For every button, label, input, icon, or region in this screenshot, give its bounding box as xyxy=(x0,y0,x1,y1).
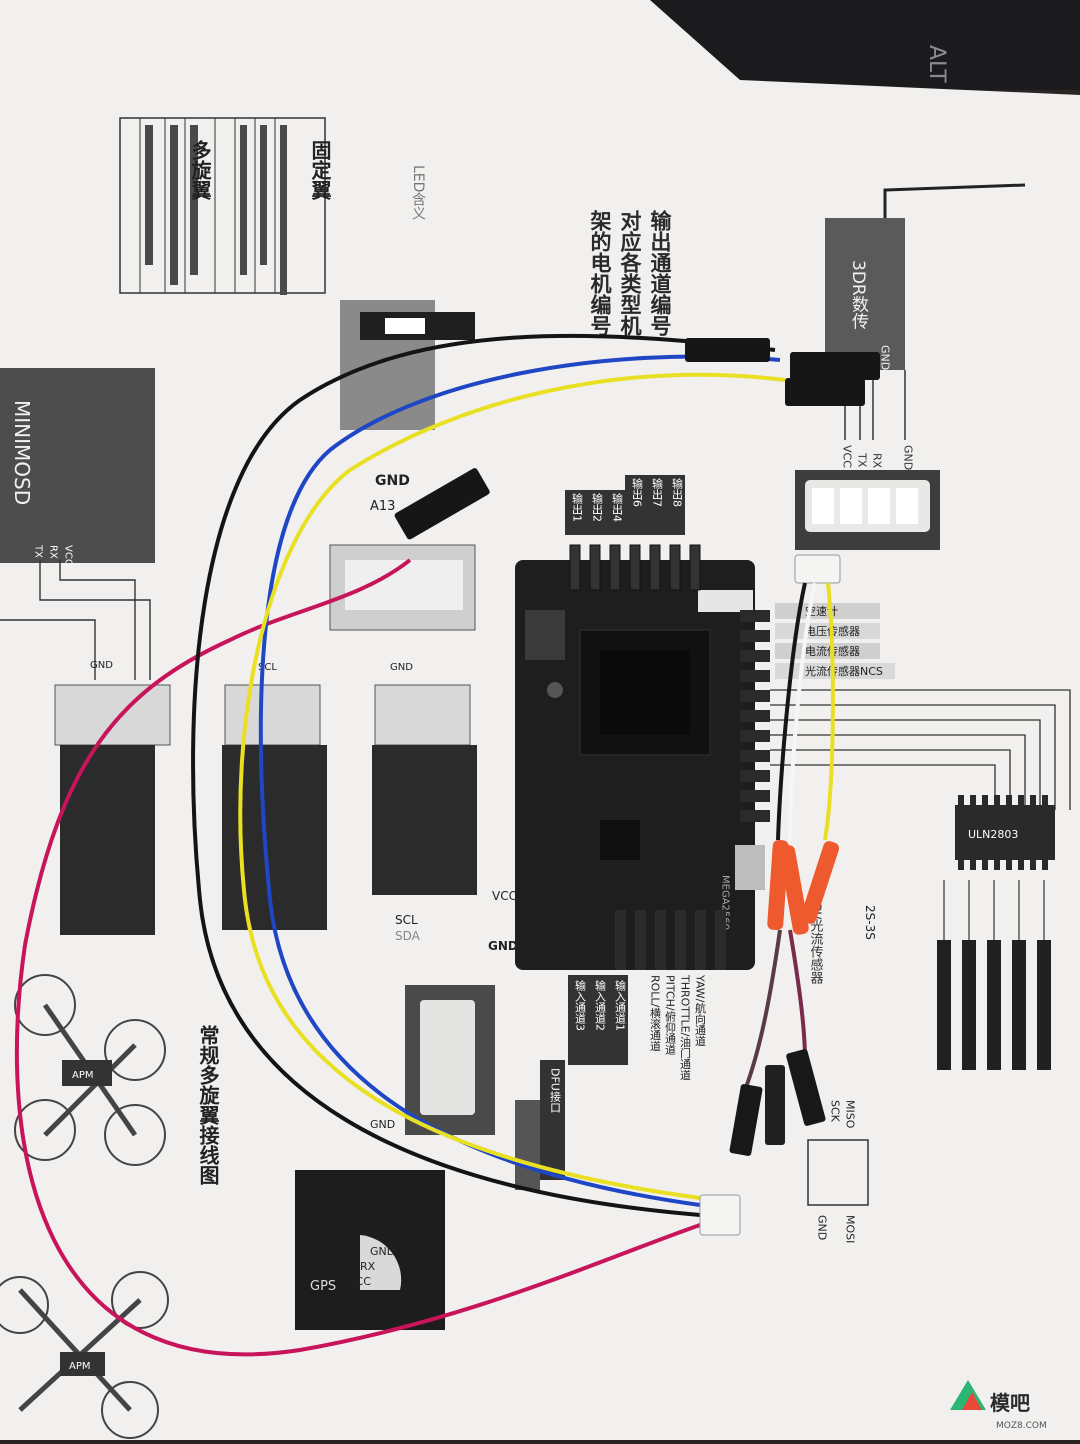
svg-text:GND: GND xyxy=(370,1118,395,1131)
svg-text:RX: RX xyxy=(360,1260,376,1273)
svg-text:SCL: SCL xyxy=(395,913,418,927)
svg-text:GND: GND xyxy=(816,1215,829,1240)
input-labels xyxy=(568,975,628,1065)
svg-text:PITCH/俯仰通道: PITCH/俯仰通道 xyxy=(664,975,677,1055)
dupont-lead-2 xyxy=(765,1065,785,1145)
jst-connector-bottom xyxy=(699,1194,741,1236)
svg-text:输出8: 输出8 xyxy=(671,477,684,507)
svg-text:VCC: VCC xyxy=(63,545,74,566)
wire-blue xyxy=(258,354,781,1207)
wire-black xyxy=(191,333,776,1217)
svg-text:DFU接口: DFU接口 xyxy=(549,1068,562,1113)
keyboard-key-label: ALT xyxy=(924,45,949,83)
output-title-2: 对应各类型机 xyxy=(618,209,643,337)
svg-text:MOSI: MOSI xyxy=(844,1215,857,1243)
jst-connector-top xyxy=(794,554,841,584)
fixed-wing-label: 固定翼 xyxy=(308,140,332,201)
svg-text:输出7: 输出7 xyxy=(651,477,664,507)
svg-text:输出2: 输出2 xyxy=(591,492,604,522)
svg-text:THROTTLE/油门通道: THROTTLE/油门通道 xyxy=(679,974,692,1080)
svg-text:GND: GND xyxy=(488,939,518,953)
output-labels xyxy=(565,475,685,535)
spi-header-diagram: MISO SCK MOSI GND xyxy=(807,1100,869,1243)
svg-text:GND: GND xyxy=(370,1245,395,1258)
svg-text:输入通道3: 输入通道3 xyxy=(574,979,587,1031)
dupont-connectors-top xyxy=(394,338,880,540)
svg-text:TX: TX xyxy=(856,452,869,468)
i2c-connector-diagram xyxy=(329,300,476,631)
svg-text:GND: GND xyxy=(90,660,113,671)
dupont-lead-1 xyxy=(729,1084,763,1156)
uln-label: ULN2803 xyxy=(968,828,1018,841)
radio-connector-diagram xyxy=(795,470,940,550)
svg-text:YAW/航向通道: YAW/航向通道 xyxy=(694,974,707,1046)
svg-text:RX: RX xyxy=(871,453,884,469)
svg-text:RX: RX xyxy=(48,545,59,559)
svg-text:VCC: VCC xyxy=(841,445,854,468)
output-pin-headers xyxy=(569,544,701,591)
minimosd-diagram: MINIMOSD VCC RX TX GND xyxy=(0,368,171,935)
dfu-note xyxy=(515,1060,565,1190)
svg-text:MISO: MISO xyxy=(844,1100,857,1129)
svg-text:SDA: SDA xyxy=(395,929,421,943)
svg-text:GND: GND xyxy=(390,662,413,673)
led-table xyxy=(119,117,326,295)
bottom-title: 常规多旋翼接线图 xyxy=(196,1025,220,1186)
svg-text:输出4: 输出4 xyxy=(611,492,624,522)
watermark: 模吧 MOZ8.COM xyxy=(950,1380,1047,1431)
svg-text:A13: A13 xyxy=(370,499,395,514)
analog-pin-headers xyxy=(740,610,770,822)
multirotor-label: 多旋翼 xyxy=(188,139,212,201)
svg-text:APM: APM xyxy=(69,1361,91,1372)
led-title: LED含义 xyxy=(410,165,426,220)
svg-text:VCC: VCC xyxy=(348,1275,371,1288)
apm-board: MEGA2560 xyxy=(515,560,765,970)
output-title-1: 输出通道编号 xyxy=(648,209,672,336)
svg-text:GND: GND xyxy=(902,445,915,470)
uln2803-chip: ULN2803 xyxy=(955,795,1055,870)
svg-text:ROLL/横滚通道: ROLL/横滚通道 xyxy=(649,975,662,1051)
svg-text:VCC: VCC xyxy=(492,889,517,903)
input-pin-headers xyxy=(615,910,726,970)
wire-red-lower xyxy=(14,944,701,1357)
svg-text:TX: TX xyxy=(33,544,44,558)
svg-text:输出1: 输出1 xyxy=(571,492,584,522)
dupont-lead-3 xyxy=(786,1049,826,1126)
svg-text:GND: GND xyxy=(879,345,892,370)
heatshrink-sleeves xyxy=(767,839,840,935)
radio-module-diagram: 3DR数传 GND xyxy=(825,183,1026,440)
svg-text:GND: GND xyxy=(375,473,410,489)
minimosd-label: MINIMOSD xyxy=(10,400,34,505)
led-strips xyxy=(937,940,1051,1070)
svg-text:光流传感器NCS: 光流传感器NCS xyxy=(805,664,883,678)
radio-module-label: 3DR数传 xyxy=(848,260,869,330)
svg-text:SCL: SCL xyxy=(258,662,277,673)
gps-module-diagram: GPS xyxy=(295,985,495,1330)
svg-text:SCK: SCK xyxy=(829,1100,842,1123)
svg-text:MEGA2560: MEGA2560 xyxy=(720,875,731,930)
battery-label: 2S-3S xyxy=(863,905,877,940)
watermark-sub: MOZ8.COM xyxy=(996,1421,1047,1431)
output-title-3: 架的电机编号 xyxy=(588,210,612,336)
wire-yellow xyxy=(238,372,786,1200)
svg-text:输入通道1: 输入通道1 xyxy=(614,979,627,1031)
svg-text:GPS: GPS xyxy=(310,1279,336,1294)
svg-text:输出6: 输出6 xyxy=(631,477,644,507)
watermark-text: 模吧 xyxy=(990,1391,1030,1415)
svg-text:输入通道2: 输入通道2 xyxy=(594,979,607,1031)
svg-text:APM: APM xyxy=(72,1070,94,1081)
